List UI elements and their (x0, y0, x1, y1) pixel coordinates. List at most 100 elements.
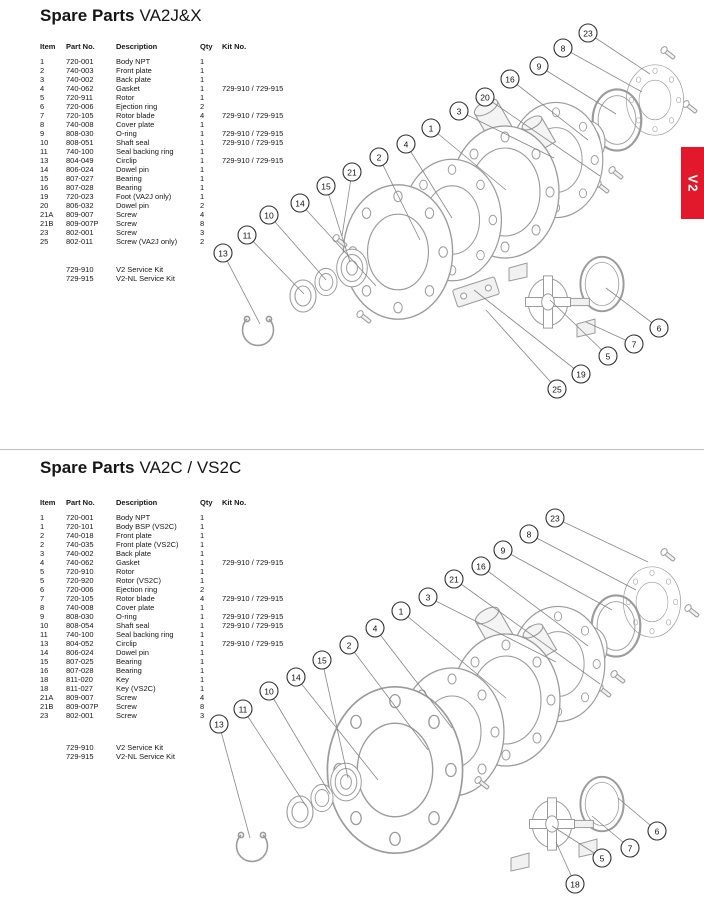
leader-line (485, 309, 558, 390)
col-header-qty: Qty (200, 42, 213, 51)
callout-balloon-3 (418, 587, 438, 607)
callout-balloon-4 (396, 134, 416, 154)
leader-line (585, 321, 635, 345)
callout-number: 23 (550, 514, 560, 524)
callout-balloon-19 (571, 364, 591, 384)
leader-line (502, 549, 613, 611)
callout-balloon-16 (471, 556, 491, 576)
callout-number: 7 (628, 844, 633, 854)
col-header-item: Item (40, 498, 56, 507)
callout-number: 16 (505, 75, 515, 85)
col-header-partno: Part No. (66, 42, 95, 51)
leader-line (554, 517, 649, 563)
callout-number: 25 (552, 385, 562, 395)
leader-line (458, 110, 555, 159)
callout-number: 15 (321, 182, 331, 192)
callout-balloon-13 (213, 243, 233, 263)
leader-line (605, 287, 660, 329)
callout-balloon-16 (500, 69, 520, 89)
leader-line (453, 578, 601, 685)
callout-balloon-21 (444, 569, 464, 589)
callout-balloon-8 (553, 38, 573, 58)
leader-line (549, 299, 609, 357)
leader-line (374, 627, 453, 729)
leader-line (617, 797, 658, 832)
callout-balloon-21 (342, 162, 362, 182)
callout-number: 21 (347, 168, 357, 178)
exploded-art (241, 44, 699, 347)
callout-number: 7 (632, 340, 637, 350)
callout-number: 8 (527, 530, 532, 540)
col-header-item: Item (40, 42, 56, 51)
leader-line (591, 815, 631, 849)
section-title-model: VA2C / VS2C (139, 458, 242, 477)
section-title-model: VA2J&X (139, 6, 202, 25)
table-header-row: Item Part No. Description Qty Kit No. (40, 42, 302, 57)
callout-number: 16 (476, 562, 486, 572)
col-header-kitno: Kit No. (222, 498, 247, 507)
col-header-partno: Part No. (66, 498, 95, 507)
col-header-qty: Qty (200, 498, 213, 507)
callout-number: 21 (449, 575, 459, 585)
callout-number: 1 (399, 607, 404, 617)
callout-balloon-1 (421, 118, 441, 138)
leader-line (299, 202, 377, 287)
callout-balloon-9 (529, 56, 549, 76)
callout-balloon-6 (647, 821, 667, 841)
callout-number: 13 (218, 249, 228, 259)
callout-balloon-7 (624, 334, 644, 354)
leader-line (427, 596, 557, 663)
leader-line (555, 841, 576, 885)
callout-number: 3 (457, 107, 462, 117)
col-header-kitno: Kit No. (222, 42, 247, 51)
leader-line (528, 533, 637, 591)
exploded-art (235, 546, 701, 872)
leader-line (321, 659, 349, 779)
callout-balloon-6 (649, 318, 669, 338)
callout-number: 19 (576, 370, 586, 380)
section-divider (0, 449, 704, 450)
callout-balloon-25 (547, 379, 567, 399)
callout-number: 23 (583, 29, 593, 39)
leader-line (218, 723, 251, 839)
callout-number: 13 (214, 720, 224, 730)
callout-balloon-8 (519, 524, 539, 544)
callout-number: 20 (480, 93, 490, 103)
leader-line (222, 252, 261, 325)
